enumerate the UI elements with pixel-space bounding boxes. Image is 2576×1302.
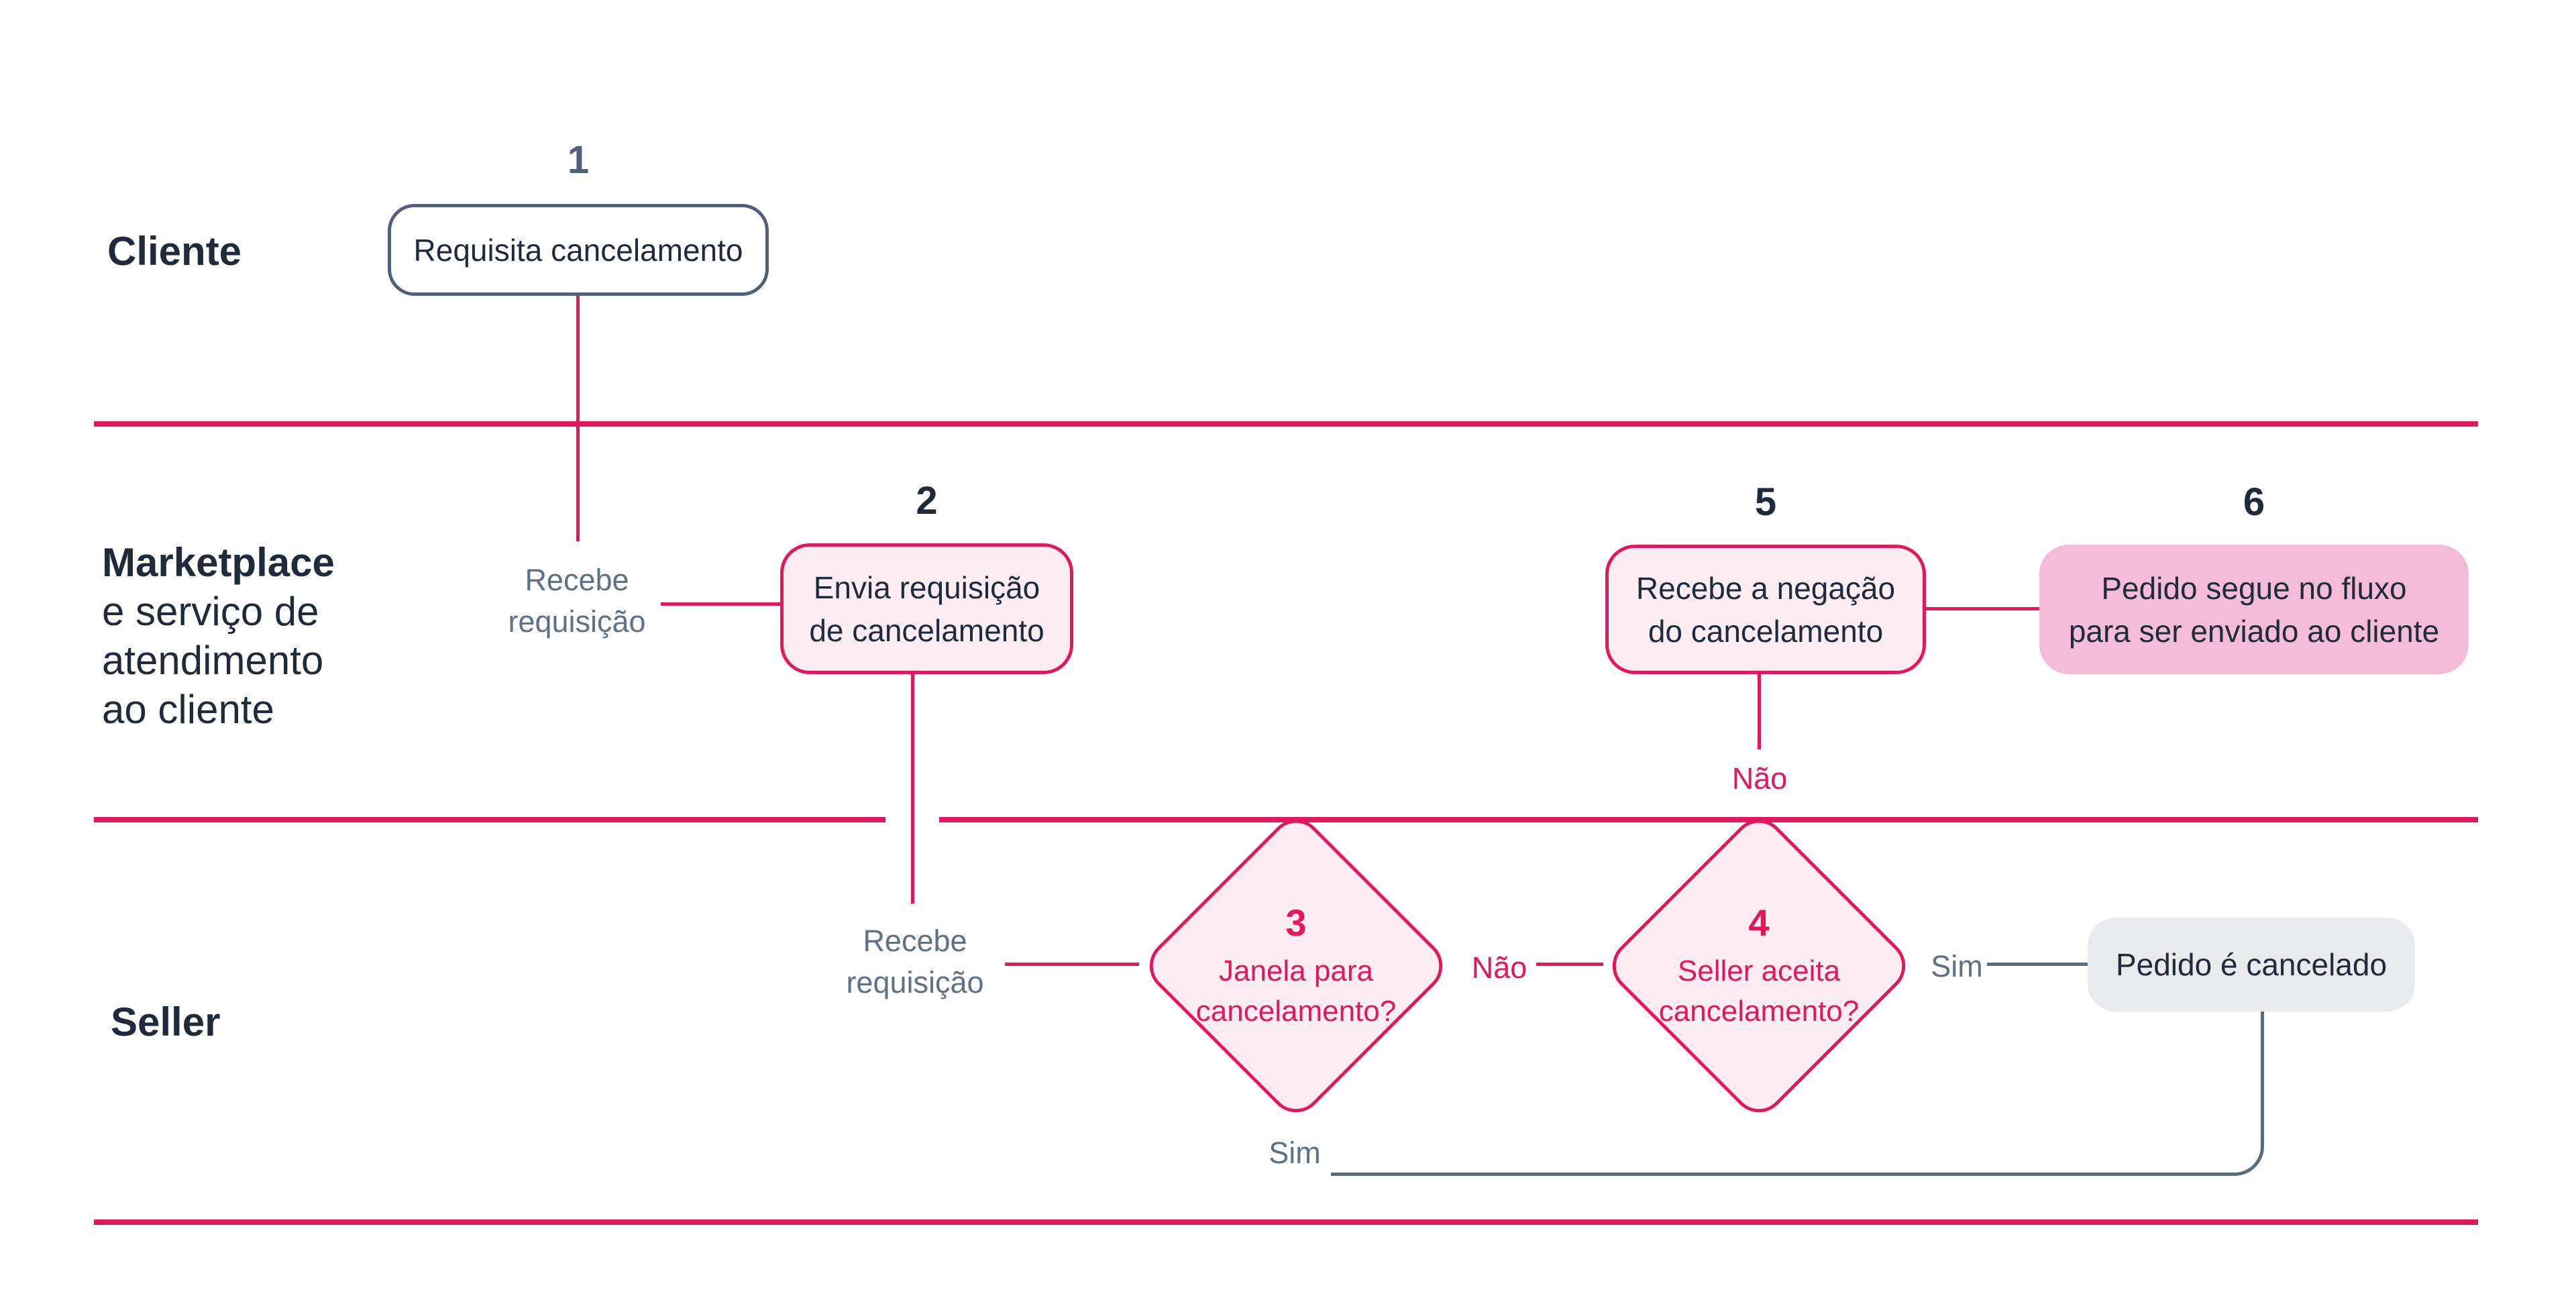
lane-label-seller-text: Seller	[111, 999, 221, 1044]
label-recebe-requisicao-marketplace: Recebe requisição	[496, 559, 657, 643]
step-2-number-text: 2	[916, 479, 938, 523]
step-5-number: 5	[1605, 471, 1926, 525]
lane-label-marketplace-line2: e serviço de	[102, 589, 319, 634]
decision-4-number: 4	[1748, 901, 1770, 944]
label-recebe-requisicao-seller: Recebe requisição	[835, 920, 996, 1003]
connector-step5-to-step6	[1926, 607, 2039, 610]
connector-recebe-to-step2	[661, 602, 780, 606]
connector-nao-to-decision4	[1536, 963, 1603, 966]
step-1-number: 1	[388, 129, 769, 182]
decision-3-label-line2: cancelamento?	[1195, 994, 1397, 1028]
decision-4-label-line2: cancelamento?	[1658, 994, 1860, 1028]
connector-step1-down	[576, 296, 580, 541]
lane-label-cliente-text: Cliente	[107, 229, 242, 274]
step-5-label-line2: do cancelamento	[1648, 613, 1884, 649]
label-nao-above-diamond4: Não	[1713, 758, 1807, 800]
lane-divider-1	[94, 421, 2478, 427]
step-5-number-text: 5	[1754, 480, 1777, 524]
step-1-box: Requisita cancelamento	[388, 204, 769, 296]
label-nao-above-text: Não	[1731, 761, 1788, 796]
step-5-box: Recebe a negação do cancelamento	[1605, 545, 1926, 674]
connector-step5-down-nao	[1758, 674, 1761, 749]
decision-4-content: 4 Seller aceita cancelamento?	[1625, 861, 1893, 1071]
label-nao-between-text: Não	[1471, 951, 1527, 985]
connector-sim-elbow-to-end	[1331, 1012, 2264, 1176]
step-2-label-line2: de cancelamento	[809, 612, 1044, 648]
connector-recebe-to-decision3	[1005, 963, 1139, 966]
lane-label-cliente: Cliente	[107, 227, 241, 276]
label-sim-to-end-text: Sim	[1931, 949, 1983, 983]
label-recebe-marketplace-line2: requisição	[508, 604, 646, 639]
decision-3-content: 3 Janela para cancelamento?	[1162, 861, 1430, 1071]
label-recebe-marketplace-line1: Recebe	[525, 563, 629, 597]
lane-label-marketplace: Marketplace e serviço de atendimento ao …	[102, 538, 335, 734]
label-sim-below-diamond3: Sim	[1248, 1132, 1342, 1174]
step-6-label-line1: Pedido segue no fluxo	[2101, 570, 2407, 606]
lane-divider-2-left	[94, 817, 885, 822]
end-box: Pedido é cancelado	[2088, 918, 2415, 1012]
label-sim-below-text: Sim	[1269, 1136, 1321, 1170]
step-6-number: 6	[2039, 471, 2469, 525]
step-2-label-line1: Envia requisição	[813, 569, 1040, 605]
lane-label-marketplace-line3: atendimento	[102, 638, 324, 683]
connector-sim-to-end	[1987, 963, 2088, 966]
step-5-label-line1: Recebe a negação	[1635, 570, 1896, 606]
connector-step2-down	[911, 674, 914, 904]
lane-divider-2-right	[939, 817, 2478, 822]
step-6-box: Pedido segue no fluxo para ser enviado a…	[2039, 545, 2469, 674]
lane-label-seller: Seller	[111, 997, 220, 1046]
step-1-label: Requisita cancelamento	[413, 232, 743, 268]
step-1-number-text: 1	[567, 138, 590, 182]
lane-label-marketplace-line1: Marketplace	[102, 540, 335, 585]
decision-4-label-line1: Seller aceita	[1677, 954, 1841, 987]
step-6-number-text: 6	[2243, 480, 2265, 524]
decision-3-label-line1: Janela para	[1219, 954, 1373, 987]
step-2-number: 2	[780, 470, 1073, 523]
label-recebe-seller-line2: requisição	[846, 965, 984, 999]
end-box-label: Pedido é cancelado	[2115, 947, 2387, 982]
decision-3-number: 3	[1285, 901, 1307, 944]
lane-divider-3	[94, 1219, 2478, 1225]
label-nao-between-diamonds: Não	[1452, 947, 1546, 989]
step-6-label-line2: para ser enviado ao cliente	[2068, 613, 2440, 649]
label-recebe-seller-line1: Recebe	[863, 924, 967, 958]
step-2-box: Envia requisição de cancelamento	[780, 543, 1073, 674]
lane-label-marketplace-line4: ao cliente	[102, 687, 274, 732]
label-sim-to-end: Sim	[1910, 946, 2004, 987]
